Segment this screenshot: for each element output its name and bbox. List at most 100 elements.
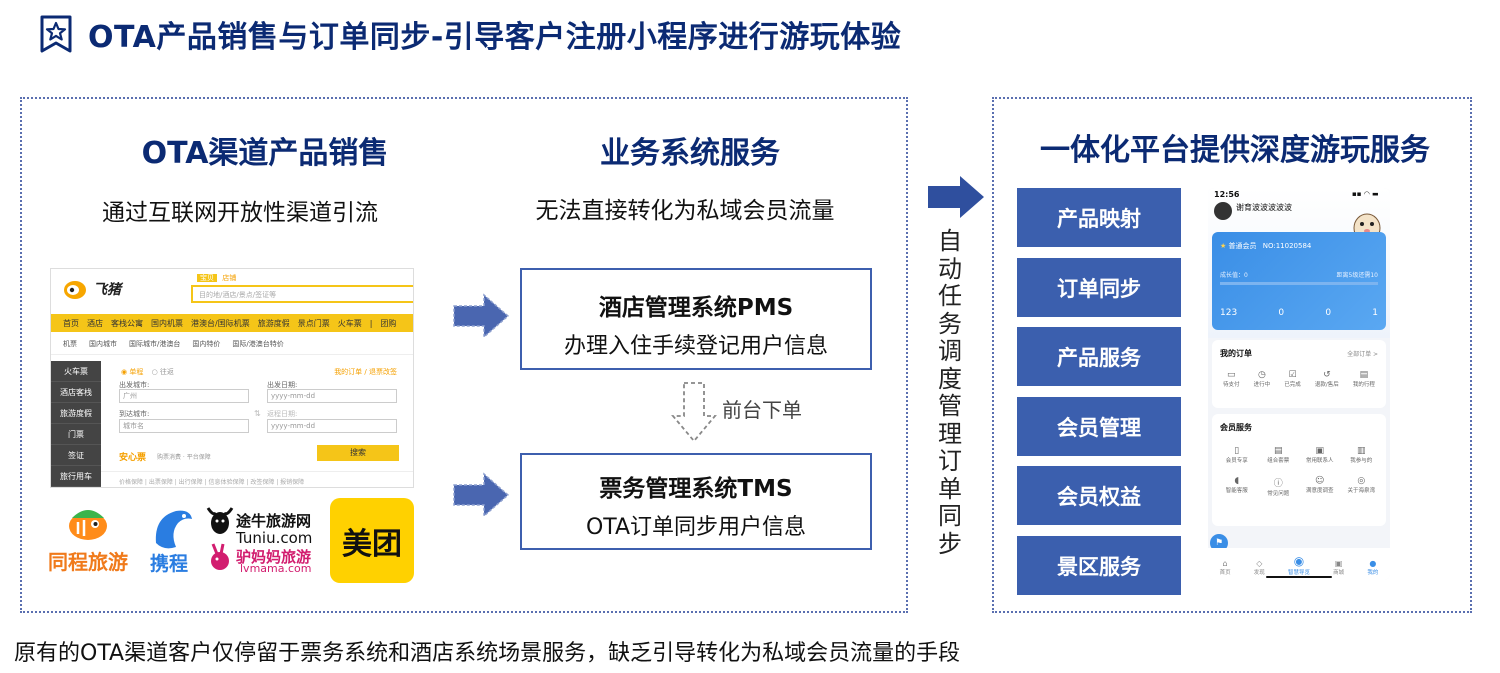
member-service-about[interactable]: ◎关于海泉湾 bbox=[1341, 476, 1383, 497]
order-status-ongoing[interactable]: ◷进行中 bbox=[1253, 370, 1271, 388]
tab-smart-guide[interactable]: ◉智慧导览 bbox=[1287, 554, 1310, 576]
fliggy-return-input[interactable]: yyyy-mm-dd bbox=[267, 419, 397, 433]
fliggy-search-tab-shop[interactable]: 店铺 bbox=[222, 274, 237, 282]
member-service-support[interactable]: ◖智能客服 bbox=[1216, 476, 1258, 497]
fliggy-nav-item[interactable]: 酒店 bbox=[87, 318, 103, 328]
order-status-pending[interactable]: ▭待支付 bbox=[1223, 370, 1240, 388]
order-status-row: ▭待支付 ◷进行中 ☑已完成 ↺退款/售后 ▤我的行程 bbox=[1216, 370, 1382, 388]
fliggy-nav-item[interactable]: 国内机票 bbox=[151, 318, 183, 328]
swap-icon[interactable]: ⇅ bbox=[254, 409, 261, 418]
question-icon: ⓘ bbox=[1273, 479, 1283, 489]
fliggy-side-item[interactable]: 酒店客栈 bbox=[51, 382, 101, 403]
fliggy-my-orders-link[interactable]: 我的订单 / 退票改签 bbox=[334, 368, 397, 376]
meituan-logo: 美团 bbox=[330, 498, 414, 583]
tab-mall[interactable]: ▣商城 bbox=[1333, 559, 1345, 576]
fliggy-brand: 飞猪 bbox=[93, 282, 121, 298]
phone-username: 谢育波波波波波 bbox=[1236, 203, 1292, 212]
avatar[interactable] bbox=[1214, 202, 1232, 220]
fliggy-depart-input[interactable]: yyyy-mm-dd bbox=[267, 389, 397, 403]
fliggy-sub-tab[interactable]: 国际城市/港澳台 bbox=[129, 340, 181, 348]
person-icon: ● bbox=[1369, 559, 1377, 568]
fliggy-sub-tab-flight[interactable]: 机票 bbox=[63, 340, 77, 348]
page-title: OTA产品销售与订单同步-引导客户注册小程序进行游玩体验 bbox=[88, 20, 902, 55]
member-service-contacts[interactable]: ▣常用联系人 bbox=[1299, 446, 1341, 464]
member-service-exclusive[interactable]: ▯会员专享 bbox=[1216, 446, 1258, 464]
fliggy-sub-tab[interactable]: 国际/港澳台特价 bbox=[232, 340, 284, 348]
fliggy-side-item[interactable]: 旅游度假 bbox=[51, 403, 101, 424]
fliggy-side-item[interactable]: 旅行用车 bbox=[51, 466, 101, 487]
tab-mine[interactable]: ●我的 bbox=[1367, 559, 1379, 576]
cart-icon[interactable]: ⚑ bbox=[1210, 534, 1228, 552]
order-status-done[interactable]: ☑已完成 bbox=[1284, 370, 1301, 388]
front-order-label: 前台下单 bbox=[722, 398, 802, 422]
phone-status-time: 12:56 bbox=[1214, 190, 1240, 199]
star-icon: ★ bbox=[1220, 242, 1227, 250]
fliggy-side-item[interactable]: 门票 bbox=[51, 424, 101, 445]
home-indicator bbox=[1266, 576, 1332, 578]
tuniu-logo-domain: Tuniu.com bbox=[236, 529, 313, 547]
stat-value[interactable]: 1 bbox=[1372, 308, 1378, 318]
member-service-joined[interactable]: ▥我参与的 bbox=[1341, 446, 1383, 464]
home-icon: ⌂ bbox=[1222, 559, 1228, 568]
order-status-refund[interactable]: ↺退款/售后 bbox=[1314, 370, 1339, 388]
fliggy-nav-item[interactable]: 客栈公寓 bbox=[111, 318, 143, 328]
lvmama-logo-text: 驴妈妈旅游 bbox=[236, 548, 312, 566]
member-tier-label: 普通会员 bbox=[1228, 242, 1257, 250]
fliggy-from-input[interactable]: 广州 bbox=[119, 389, 249, 403]
clock-icon: ◷ bbox=[1258, 370, 1266, 380]
fliggy-to-input[interactable]: 城市名 bbox=[119, 419, 249, 433]
ctrip-logo-text: 携程 bbox=[150, 553, 189, 575]
radio-icon[interactable]: ○ bbox=[151, 368, 158, 376]
member-service-combo[interactable]: ▤组合套票 bbox=[1258, 446, 1300, 464]
order-status-trip[interactable]: ▤我的行程 bbox=[1352, 370, 1375, 388]
business-section-subtitle: 无法直接转化为私域会员流量 bbox=[535, 198, 835, 224]
tab-home[interactable]: ⌂首页 bbox=[1219, 559, 1231, 576]
growth-progress-bar bbox=[1220, 282, 1378, 285]
fliggy-side-item[interactable]: 签证 bbox=[51, 445, 101, 466]
stat-value[interactable]: 0 bbox=[1278, 308, 1285, 318]
business-section-title: 业务系统服务 bbox=[600, 136, 780, 171]
member-service-survey[interactable]: ☺满意度调查 bbox=[1299, 476, 1341, 497]
fliggy-sub-tab[interactable]: 国内城市 bbox=[89, 340, 117, 348]
fliggy-search-input[interactable]: 目的地/酒店/景点/签证等 bbox=[191, 285, 413, 303]
contact-icon: ▣ bbox=[1315, 446, 1324, 456]
stat-value[interactable]: 0 bbox=[1325, 308, 1332, 318]
fliggy-search-button[interactable]: 搜索 bbox=[317, 445, 399, 461]
fliggy-promo-sub: 购票消费 · 平台保障 bbox=[157, 454, 211, 461]
all-orders-link[interactable]: 全部订单 > bbox=[1347, 351, 1378, 358]
member-tier: ★ 普通会员 NO:11020584 bbox=[1220, 241, 1311, 251]
tongcheng-logo-text: 同程旅游 bbox=[48, 550, 128, 574]
platform-section-title: 一体化平台提供深度游玩服务 bbox=[1040, 133, 1430, 168]
fliggy-nav-item[interactable]: 旅游度假 bbox=[257, 318, 290, 328]
member-card[interactable]: ★ 普通会员 NO:11020584 成长值：0 距离5级还需10 123 0 … bbox=[1212, 232, 1386, 330]
stat-value[interactable]: 123 bbox=[1220, 308, 1238, 318]
radio-icon[interactable]: ◉ bbox=[121, 368, 128, 376]
fliggy-nav-item[interactable]: 首页 bbox=[63, 318, 79, 328]
mini-program-phone-screenshot: 12:56 ▪▪ ◠ ▬ 谢育波波波波波 ★ 普通会员 NO:11020584 … bbox=[1208, 188, 1390, 580]
fliggy-nav-item[interactable]: 景点门票 bbox=[297, 318, 330, 328]
growth-value: 成长值：0 bbox=[1220, 272, 1248, 279]
document-icon: ▯ bbox=[1234, 446, 1240, 456]
pms-desc: 办理入住手续登记用户信息 bbox=[563, 334, 828, 359]
status-icons: ▪▪ ◠ ▬ bbox=[1352, 190, 1379, 198]
pms-name: 酒店管理系统PMS bbox=[598, 295, 794, 321]
member-services-title: 会员服务 bbox=[1220, 423, 1252, 432]
ctrip-dolphin-icon bbox=[155, 510, 192, 549]
fliggy-nav-item[interactable]: 火车票 bbox=[337, 318, 362, 328]
service-product-mapping: 产品映射 bbox=[1017, 188, 1181, 247]
left-panel bbox=[20, 97, 908, 613]
fliggy-nav-item[interactable]: 港澳台/国际机票 bbox=[191, 318, 250, 328]
fliggy-side-item[interactable]: 火车票 bbox=[51, 361, 101, 382]
fliggy-nav-item[interactable]: 团购 bbox=[380, 318, 397, 328]
pms-box: 酒店管理系统PMS 办理入住手续登记用户信息 bbox=[520, 268, 872, 370]
lvmama-logo-domain: lvmama.com bbox=[240, 562, 312, 575]
tab-discover[interactable]: ◇发现 bbox=[1253, 559, 1265, 576]
fliggy-logo-icon bbox=[64, 281, 86, 299]
fliggy-sub-tab[interactable]: 国内特价 bbox=[192, 340, 221, 348]
down-arrow-icon bbox=[671, 382, 717, 443]
fliggy-sub-nav: 机票 国内城市 国际城市/港澳台 国内特价 国际/港澳台特价 bbox=[51, 339, 413, 355]
service-member-benefits: 会员权益 bbox=[1017, 466, 1181, 525]
fliggy-search-tab-item[interactable]: 宝贝 bbox=[197, 274, 217, 282]
